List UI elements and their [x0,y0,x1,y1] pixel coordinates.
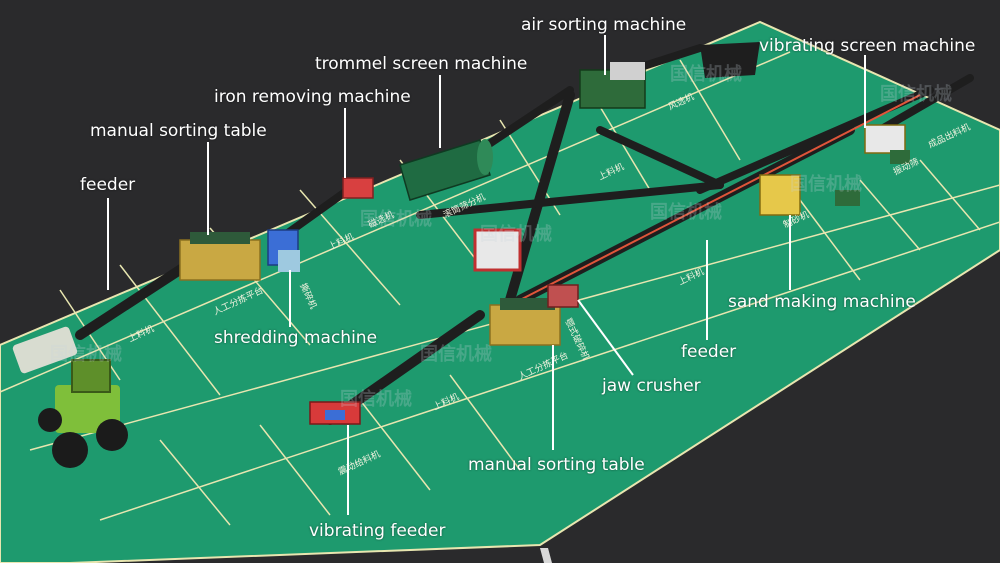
label-iron-removing-machine: iron removing machine [214,87,411,107]
belt-return [696,86,934,194]
label-sand-making-machine: sand making machine [728,292,916,312]
watermark-6: 国信机械 [650,201,722,223]
watermark-8: 国信机械 [340,388,412,410]
belt-cross [416,181,724,219]
wheel-loader-icon [12,326,128,468]
watermark-5: 国信机械 [420,343,492,365]
label-air-sorting-machine: air sorting machine [521,15,687,35]
manual-sorting-table-bottom [489,304,561,346]
watermark-2: 国信机械 [360,208,432,230]
watermark-3: 国信机械 [480,223,552,245]
sand-making-machine [759,174,801,216]
label-trommel-screen-machine: trommel screen machine [315,54,528,74]
belt-feeder-right [596,126,724,189]
watermarks: 国信机械 国信机械 国信机械 国信机械 国信机械 国信机械 国信机械 国信机械 … [50,63,952,410]
mid-hopper [473,228,522,272]
vibrating-screen-machine [864,124,906,154]
label-feeder-left: feeder [80,175,136,195]
label-vibrating-screen-machine: vibrating screen machine [759,36,976,56]
jaw-crusher [547,284,579,308]
label-vibrating-feeder: vibrating feeder [309,521,446,541]
watermark-7: 国信机械 [880,83,952,105]
belt-screen-out [876,74,974,134]
floor-grid [0,51,1000,526]
label-manual-sorting-table-top: manual sorting table [90,121,267,141]
label-shredding-machine: shredding machine [214,328,378,348]
watermark-9: 国信机械 [790,173,862,195]
leader-lines [107,35,866,515]
label-jaw-crusher: jaw crusher [602,376,701,396]
return-line [519,94,921,301]
manual-sorting-table-top [179,239,261,281]
watermark-1: 国信机械 [50,343,122,365]
iron-removing-machine [342,177,374,199]
label-manual-sorting-table-bottom: manual sorting table [468,455,645,475]
floor-slab [0,20,1000,563]
watermark-4: 国信机械 [670,63,742,85]
leader-jaw [577,299,634,376]
belt-feeder-1 [75,255,200,340]
trommel-screen-machine [399,139,491,201]
label-feeder-right: feeder [681,342,737,362]
machines [179,42,910,425]
